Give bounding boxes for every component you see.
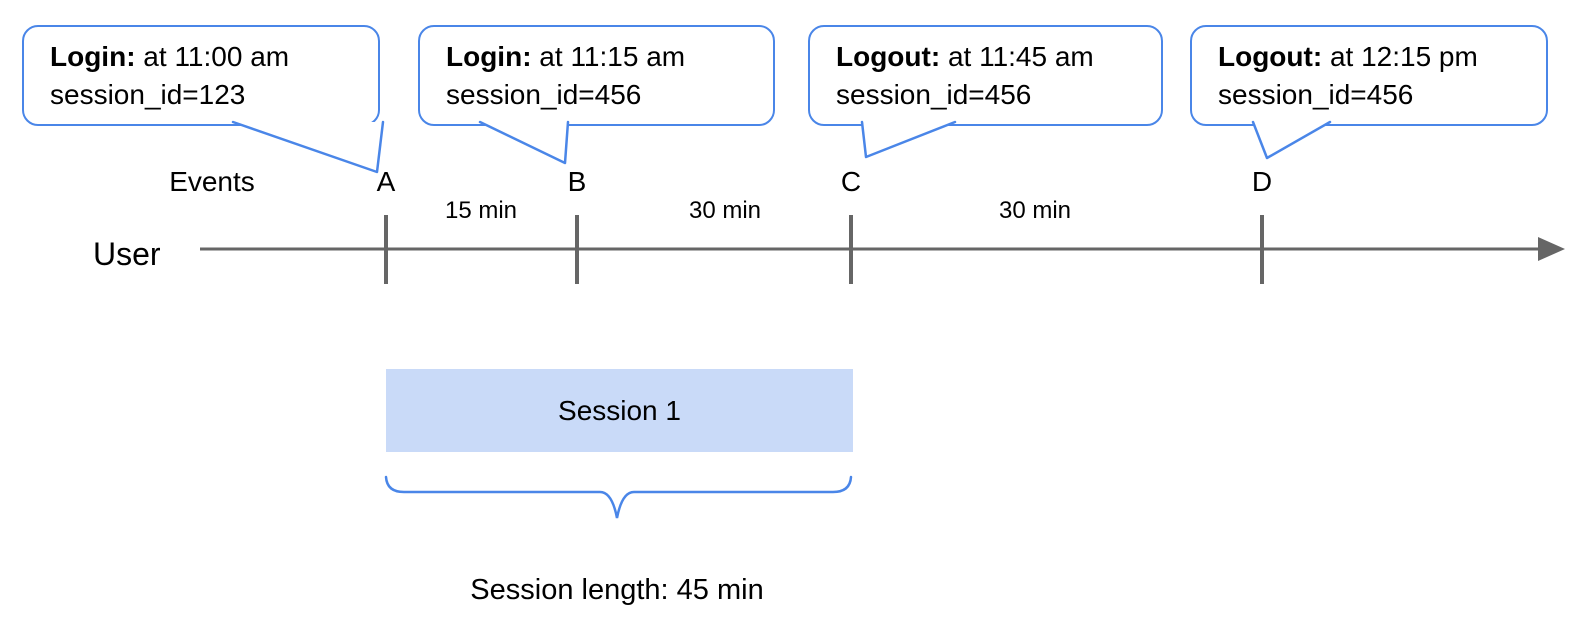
session-id-label: session_id=123 (50, 79, 246, 110)
callout-tail-c (860, 120, 957, 159)
events-row-label: Events (169, 166, 255, 197)
event-time-label: at 11:15 am (531, 41, 686, 72)
tick-event-c (849, 215, 853, 284)
session-1-bar: Session 1 (386, 369, 853, 452)
event-type-label: Logout: (1218, 41, 1323, 72)
session-id-label: session_id=456 (1218, 79, 1414, 110)
tick-event-d (1260, 215, 1264, 284)
interval-label-ab: 15 min (444, 197, 518, 224)
marker-letter-d: D (1251, 166, 1273, 197)
callout-logout-d: Logout: at 12:15 pm session_id=456 (1190, 25, 1548, 126)
marker-letter-c: C (840, 166, 862, 197)
callout-login-b: Login: at 11:15 am session_id=456 (418, 25, 775, 126)
event-type-label: Login: (50, 41, 136, 72)
callout-login-a: Login: at 11:00 am session_id=123 (22, 25, 380, 126)
interval-label-cd: 30 min (998, 197, 1072, 224)
event-type-label: Logout: (836, 41, 941, 72)
callout-line1: Logout: at 12:15 pm (1218, 38, 1526, 76)
callout-line1: Login: at 11:15 am (446, 38, 753, 76)
callout-tail-a (231, 120, 385, 174)
event-time-label: at 11:00 am (135, 41, 290, 72)
session-id-label: session_id=456 (836, 79, 1032, 110)
callout-line1: Logout: at 11:45 am (836, 38, 1141, 76)
session-length-label: Session length: 45 min (470, 574, 764, 606)
interval-label-bc: 30 min (688, 197, 762, 224)
marker-letter-a: A (376, 166, 396, 197)
callout-logout-c: Logout: at 11:45 am session_id=456 (808, 25, 1163, 126)
callout-line1: Login: at 11:00 am (50, 38, 358, 76)
event-time-label: at 11:45 am (940, 41, 1094, 72)
user-row-label: User (93, 236, 161, 272)
timeline-arrowhead-icon (1538, 237, 1565, 261)
session-id-label: session_id=456 (446, 79, 642, 110)
tick-event-b (575, 215, 579, 284)
callout-tail-d (1251, 120, 1332, 160)
marker-letter-b: B (567, 166, 587, 197)
event-type-label: Login: (446, 41, 532, 72)
callout-tail-b (478, 120, 570, 165)
tick-event-a (384, 215, 388, 284)
session-length-brace (384, 475, 853, 519)
event-time-label: at 12:15 pm (1322, 41, 1478, 72)
